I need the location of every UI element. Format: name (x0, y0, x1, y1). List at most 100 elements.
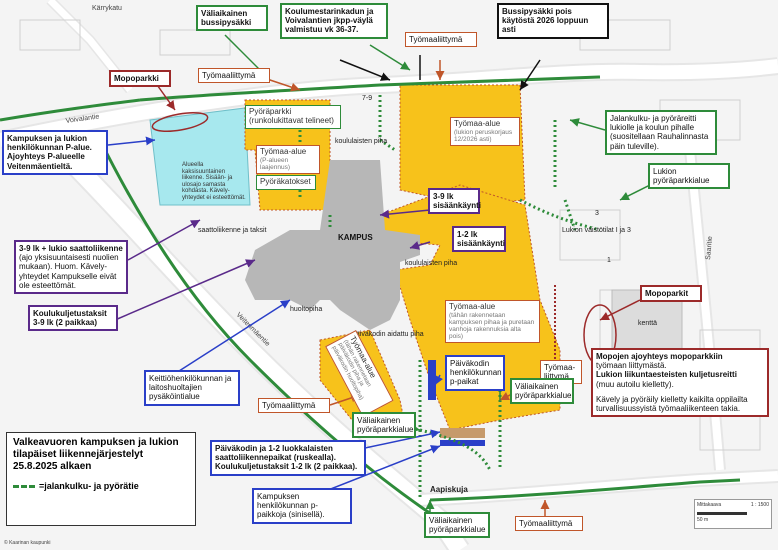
callout-tyomaaliittyma-bottom: Työmaaliittymä (515, 516, 583, 532)
zone-tyomaa-paalue: Työmaa-alue (P-alueen laajennus) (256, 145, 320, 175)
callout-tyomaaliittyma-mid: Työmaaliittymä (258, 398, 330, 414)
callout-valiaikainen-pyoraparkki-right: Väliaikainen pyöräparkkialue (510, 378, 574, 405)
legend-title: Valkeavuoren kampuksen ja lukion tilapäi… (13, 437, 179, 472)
callout-text: Koulukuljetustaksit 3-9 lk (2 paikkaa) (33, 309, 107, 328)
p-area-cyan (149, 107, 251, 206)
label-saattoliikenne-taksit: saattoliikenne ja taksit (198, 227, 267, 234)
callout-title: Mopojen ajoyhteys mopoparkkiin (596, 352, 723, 361)
callout-text: 3-9 lk sisäänkäynti (433, 192, 482, 211)
zone-title: Pyöräkatokset (260, 177, 311, 186)
zone-tyomaa-main: Työmaa-alue (tähän rakennetaan kampuksen… (445, 300, 540, 344)
label-koululaisten-piha-1: koululaisten piha (335, 138, 387, 145)
zone-sub: (lukion peruskorjaus 12/2026 asti) (454, 128, 513, 143)
legend: Valkeavuoren kampuksen ja lukion tilapäi… (6, 432, 196, 526)
callout-mopoparkit-right: Mopoparkit (640, 285, 702, 303)
legend-swatch (13, 484, 35, 488)
callout-valiaikainen-bussipysakki: Väliaikainen bussipysäkki (196, 5, 268, 32)
zone-cyan-text: Alueella kaksisuuntainen liikenne. Sisää… (182, 162, 246, 202)
green-routes (0, 75, 741, 522)
callout-lukion-pyoraparkkialue: Lukion pyöräparkkialue (648, 163, 730, 190)
legend-item: =jalankulku- ja pyörätie (13, 481, 189, 491)
street-voivalantie: Voivalantie (65, 113, 100, 125)
callout-text: Päiväkodin ja 1-2 luokkalaisten saattoli… (215, 444, 358, 472)
callout-text: Bussipysäkki pois käytöstä 2026 loppuun … (502, 7, 589, 35)
callout-text: Väliaikainen pyöräparkkialue (429, 516, 486, 535)
label-1: 1 (607, 257, 611, 264)
callout-valiaikainen-pyoraparkki-left: Väliaikainen pyöräparkkialue (352, 412, 416, 439)
callout-text: Kampuksen henkilökunnan p-paikkoja (sini… (257, 492, 325, 520)
dropoff-spots (440, 428, 485, 438)
zone-sub: (P-alueen laajennus) (260, 156, 290, 171)
callout-sisaankaynti-3-9: 3-9 lk sisäänkäynti (428, 188, 482, 215)
callout-text: Jalankulku- ja pyöräreitti lukiolle ja k… (610, 114, 709, 151)
callout-sisaankaynti-1-2: 1-2 lk sisäänkäynti (452, 226, 506, 253)
zone-sub: (runkolukittavat telineet) (249, 115, 334, 125)
callout-text: Työmaaliittymä (409, 35, 463, 44)
scale-bar (697, 512, 747, 515)
label-kampus: KAMPUS (338, 233, 373, 242)
callout-text: Työmaaliittymä (519, 519, 573, 528)
scale-label: Mittakaava (697, 502, 722, 508)
label-lukion-vaistotilat: Lukion väistötilat I ja 3 (562, 227, 631, 234)
zone-title: Pyöräparkki (249, 107, 292, 116)
callout-mopojen-ajoyhteys: Mopojen ajoyhteys mopoparkkiin työmaan l… (591, 348, 769, 418)
legend-item-label: =jalankulku- ja pyörätie (39, 481, 139, 491)
callout-mopoparkki-left: Mopoparkki (109, 70, 171, 88)
callout-saattoliikenne: 3-9 lk + lukio saattoliikenne (ajo yksis… (14, 240, 128, 294)
zone-tyomaa-peruskorjaus: Työmaa-alue (lukion peruskorjaus 12/2026… (450, 117, 520, 147)
scale-box: Mittakaava 1 : 1500 50 m (694, 499, 772, 529)
zone-title: Työmaa-alue (454, 119, 501, 128)
scale-ratio: 1 : 1500 (750, 502, 769, 508)
callout-tyomaaliittyma-left: Työmaaliittymä (198, 68, 270, 84)
callout-paivakodin-henkilokunnan: Päiväkodin henkilökunnan p-paikat (445, 355, 505, 391)
zone-title: Työmaa-alue (260, 147, 307, 156)
label-koululaisten-piha-2: koululaisten piha (405, 260, 457, 267)
zone-pyoraparkki: Pyöräparkki (runkolukittavat telineet) (245, 105, 341, 129)
callout-keittio: Keittiöhenkilökunnan ja laitoshuoltajien… (144, 370, 240, 406)
callout-text: Työmaaliittymä (262, 401, 316, 410)
callout-line: Kävely ja pyöräily kielletty kaikilta op… (596, 394, 748, 413)
label-huoltopiha: huoltopiha (290, 306, 322, 313)
callout-text: 1-2 lk sisäänkäynti (457, 230, 506, 249)
callout-text: Keittiöhenkilökunnan ja laitoshuoltajien… (149, 374, 232, 402)
cyan-area-text: Alueella kaksisuuntainen liikenne. Sisää… (182, 162, 246, 201)
zone-pyorakatokset: Pyöräkatokset (256, 175, 316, 190)
callout-text: Kampuksen ja lukion henkilökunnan P-alue… (7, 134, 92, 171)
staff-parking (428, 360, 485, 446)
callout-text: Lukion pyöräparkkialue (653, 167, 710, 186)
callout-title: 3-9 lk + lukio saattoliikenne (19, 244, 123, 253)
callout-paivakodin-saatto: Päiväkodin ja 1-2 luokkalaisten saattoli… (210, 440, 366, 476)
callout-text: Väliaikainen bussipysäkki (201, 9, 252, 28)
scale-distance: 50 m (697, 517, 709, 523)
callout-text: Työmaa-liittymä (544, 363, 576, 382)
callout-kampuksen-p-alue: Kampuksen ja lukion henkilökunnan P-alue… (2, 130, 108, 175)
zone-sub: (tähän rakennetaan kampuksen pihaa ja pu… (449, 311, 535, 341)
callout-line: Lukion liikuntaesteisten kuljetusreitti (596, 370, 737, 380)
zone-title: Työmaa-alue (449, 302, 496, 311)
street-karryk: Kärrykatu (92, 5, 122, 12)
callout-text: Mopoparkki (114, 74, 159, 83)
callout-valiaikainen-pyoraparkki-bottom: Väliaikainen pyöräparkkialue (424, 512, 490, 539)
callout-text: Koulumestarinkadun ja Voivalantien jkpp-… (285, 7, 374, 35)
school-buildings (245, 160, 420, 330)
callout-text: Työmaaliittymä (202, 71, 256, 80)
callout-text: Väliaikainen pyöräparkkialue (515, 382, 572, 401)
callout-text: Mopoparkit (645, 289, 689, 298)
callout-tyomaaliittyma-top: Työmaaliittymä (405, 32, 477, 48)
mopo-ellipse-left (151, 111, 209, 133)
callout-jalankulku-lukiolle: Jalankulku- ja pyöräreitti lukiolle ja k… (605, 110, 717, 155)
street-saaritie: Saaritie (705, 236, 714, 260)
label-7-9: 7-9 (362, 95, 372, 102)
callout-text: Päiväkodin henkilökunnan p-paikat (450, 359, 502, 387)
callout-line: työmaan liittymästä. (596, 361, 667, 371)
label-kentta: kenttä (638, 320, 657, 327)
label-paivakodin-piha: päiväkodin aidattu piha (352, 331, 424, 338)
callout-koulumestarinkadun: Koulumestarinkadun ja Voivalantien jkpp-… (280, 3, 388, 39)
callout-body: (ajo yksisuuntaisesti nuolien mukaan). H… (19, 253, 119, 290)
label-3: 3 (595, 210, 599, 217)
copyright: © Kaarinan kaupunki (4, 540, 51, 546)
callout-line: (muu autoilu kielletty). (596, 379, 674, 389)
callout-bussipysakki-pois: Bussipysäkki pois käytöstä 2026 loppuun … (497, 3, 609, 39)
callout-kampuksen-henkilokunnan-p: Kampuksen henkilökunnan p-paikkoja (sini… (252, 488, 352, 524)
callout-koulukuljetustaksit: Koulukuljetustaksit 3-9 lk (2 paikkaa) (28, 305, 118, 332)
